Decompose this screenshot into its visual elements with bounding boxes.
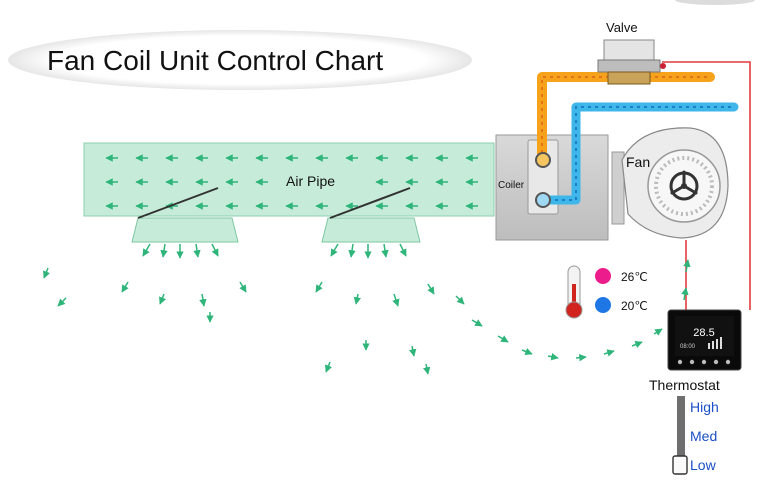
speed-level-low: Low: [690, 457, 717, 473]
speed-selector: [672, 396, 688, 475]
airflow-arrow: [353, 293, 362, 305]
valve-label: Valve: [606, 20, 638, 35]
airflow-arrow: [681, 287, 689, 301]
airflow-arrow: [160, 243, 168, 258]
temperature-dot-cold: [595, 297, 611, 313]
coil-housing: [495, 134, 625, 241]
airflow-arrow: [348, 243, 356, 258]
temperature-low: 20℃: [595, 297, 648, 313]
airflow-arrow: [325, 361, 332, 373]
airflow-arrow: [193, 243, 201, 258]
airflow-arrow: [199, 293, 207, 307]
airflow-arrow: [142, 243, 151, 257]
temperature-dot-hot: [595, 268, 611, 284]
thermostat-time-readout: 08:00: [680, 344, 696, 350]
temperature-high: 26℃: [595, 268, 648, 284]
airflow-arrow: [121, 281, 129, 293]
thermostat-label: Thermostat: [649, 377, 720, 393]
fan-icon: [621, 127, 729, 239]
fan-label: Fan: [626, 154, 650, 170]
speed-level-med: Med: [690, 428, 717, 444]
diffuser-right: [321, 187, 421, 243]
airflow-arrow: [603, 349, 615, 357]
airflow-arrow: [427, 283, 435, 295]
airflow-arrow: [330, 243, 339, 257]
airflow-arrow: [381, 243, 389, 258]
airflow-arrow: [631, 341, 643, 348]
cold-water-pipe: [543, 102, 739, 205]
thermometer-icon: [565, 265, 583, 319]
valve-wire: [662, 61, 751, 310]
airflow-arrow: [57, 297, 67, 307]
airflow-arrow: [471, 319, 483, 327]
airflow-arrow: [422, 363, 431, 375]
airflow-arrow: [653, 328, 663, 336]
airflow-arrow: [399, 243, 407, 257]
duct-arrows: [105, 154, 478, 210]
airflow-arrow: [211, 243, 219, 257]
temperature-value: 26℃: [621, 270, 648, 284]
airflow-arrow: [547, 352, 559, 361]
airflow-arrow: [497, 335, 509, 343]
diffuser-left: [131, 187, 239, 243]
airflow-arrow: [239, 281, 247, 293]
airflow-arrow: [455, 295, 465, 305]
airflow-arrow: [392, 293, 400, 307]
hot-water-pipe: [537, 72, 715, 165]
control-wires: [662, 61, 751, 310]
airflow-arrow: [315, 281, 323, 293]
airflow-arrow: [575, 353, 587, 362]
thermostat-temp-readout: 28.5: [693, 327, 714, 339]
chart-title: Fan Coil Unit Control Chart: [47, 45, 383, 76]
airflow-arrow: [43, 267, 50, 279]
speed-level-high: High: [690, 399, 719, 415]
airflow-arrow: [683, 259, 691, 273]
thermostat-buttons: [677, 359, 731, 365]
title-block: Fan Coil Unit Control Chart: [8, 30, 472, 90]
corner-shadow: [675, 0, 755, 5]
coiler-label: Coiler: [498, 180, 525, 191]
airflow-arrow: [521, 348, 533, 355]
temperature-value: 20℃: [621, 299, 648, 313]
valve-icon: [597, 39, 666, 85]
air-pipe-label: Air Pipe: [286, 173, 335, 189]
thermostat-device: 28.5 08:00: [667, 309, 742, 371]
airflow-arrow: [159, 293, 166, 305]
outflow-arrows: [43, 243, 691, 375]
pipe-fittings: [535, 152, 551, 208]
airflow-arrow: [408, 345, 417, 357]
